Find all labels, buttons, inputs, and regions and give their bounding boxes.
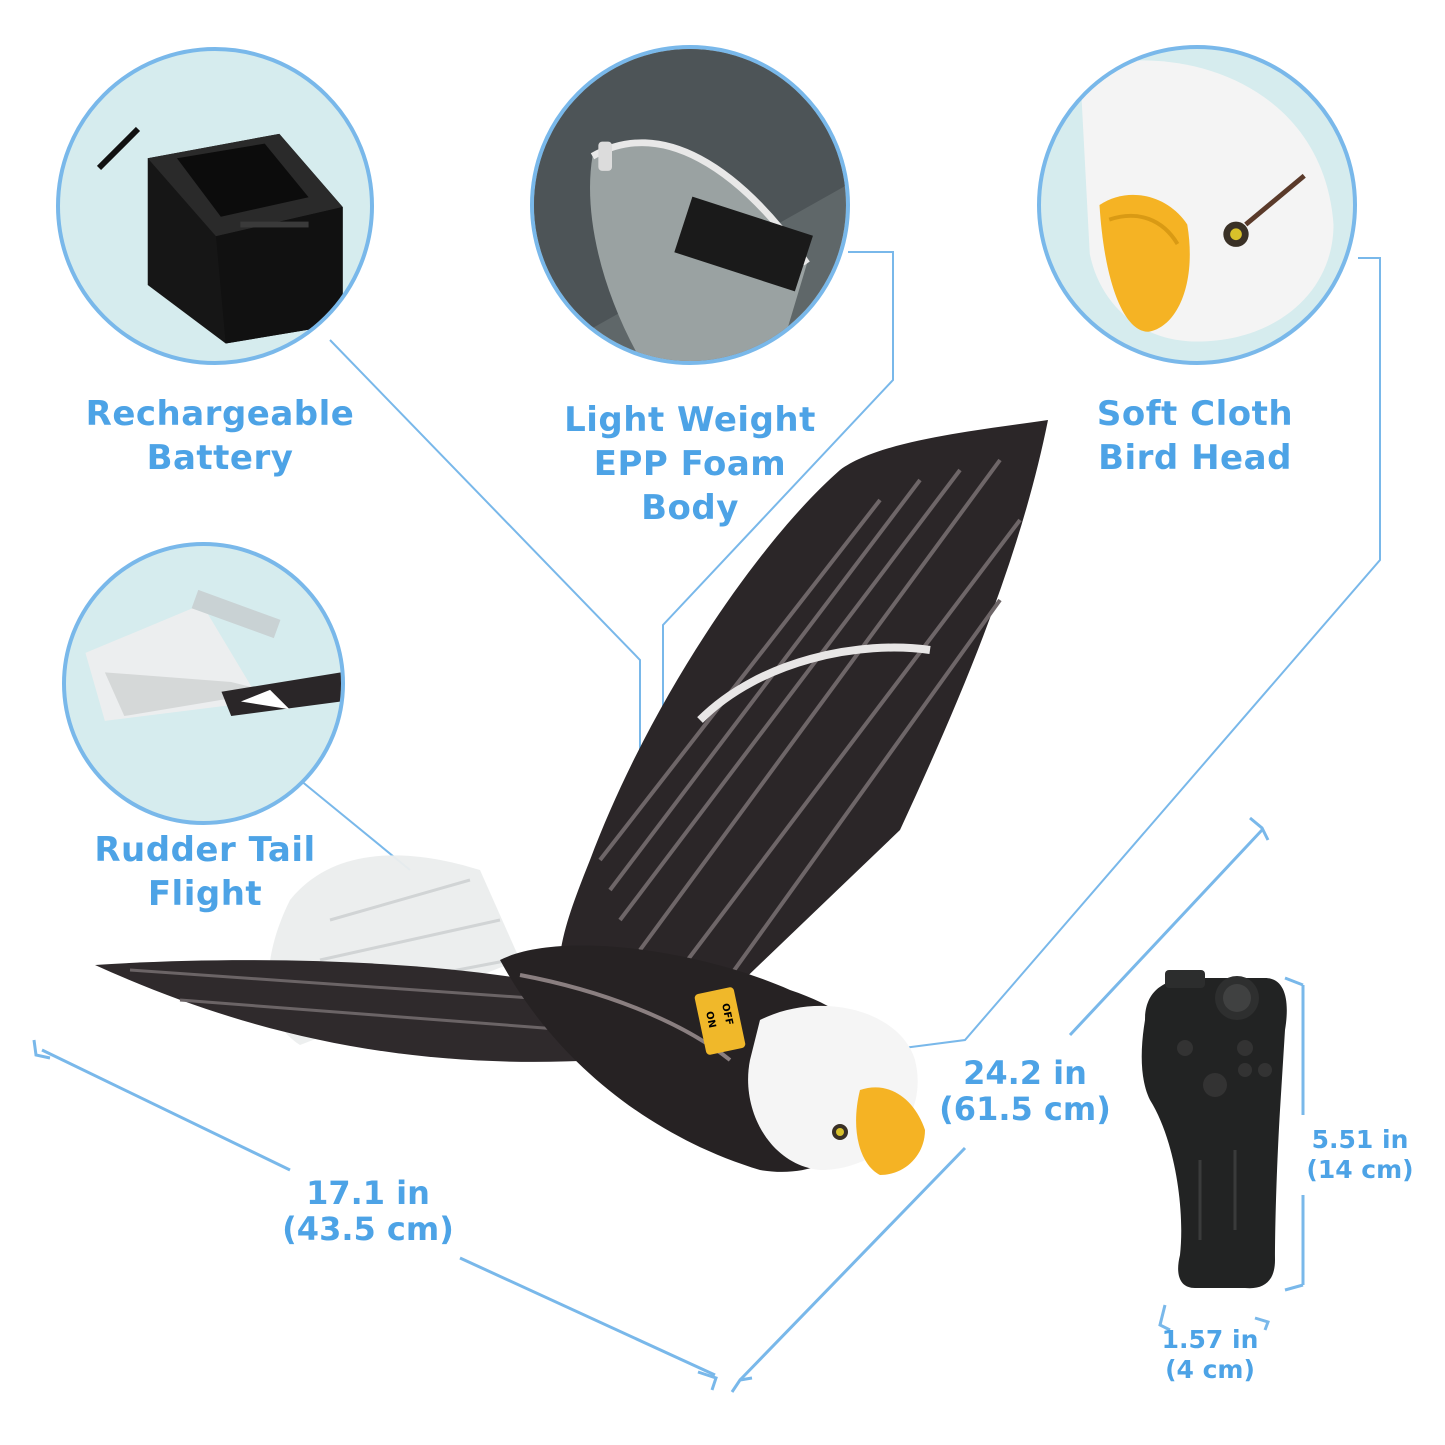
foam-label-line-2: EPP Foam [593, 444, 787, 484]
foam-detail-circle [530, 45, 850, 365]
eagle-beak [856, 1087, 925, 1175]
length-imperial: 17.1 in [306, 1174, 430, 1212]
tail-detail-circle [62, 542, 345, 825]
battery-label-line-1: Rechargeable [85, 394, 355, 434]
head-label: Soft Cloth Bird Head [1045, 392, 1345, 480]
rudder-tail-image [85, 589, 341, 721]
battery-label-line-2: Battery [146, 438, 294, 478]
remote-height-imperial: 5.51 in [1311, 1125, 1409, 1154]
wingspan-imperial: 24.2 in [963, 1054, 1087, 1092]
head-label-line-1: Soft Cloth [1096, 394, 1294, 434]
cloth-bird-head-image [1080, 60, 1334, 342]
foam-label-line-3: Body [641, 488, 739, 528]
length-dimension-label: 17.1 in (43.5 cm) [268, 1175, 468, 1247]
foam-label-line-1: Light Weight [564, 400, 816, 440]
remote-controller-image [1141, 970, 1287, 1289]
power-switch [694, 987, 746, 1055]
switch-off-label: OFF [719, 1002, 734, 1026]
head-label-line-2: Bird Head [1098, 438, 1292, 478]
remote-height-dimension-label: 5.51 in (14 cm) [1290, 1125, 1430, 1185]
foam-label: Light Weight EPP Foam Body [540, 398, 840, 530]
length-metric: (43.5 cm) [282, 1210, 454, 1248]
remote-height-metric: (14 cm) [1306, 1155, 1414, 1184]
tail-label-line-1: Rudder Tail [94, 830, 316, 870]
head-detail-circle [1037, 45, 1357, 365]
wingspan-metric: (61.5 cm) [939, 1090, 1111, 1128]
left-wing [95, 960, 600, 1062]
remote-width-dimension-label: 1.57 in (4 cm) [1140, 1325, 1280, 1385]
battery-charger-image [96, 126, 343, 344]
battery-label: Rechargeable Battery [70, 392, 370, 480]
tail-label: Rudder Tail Flight [55, 828, 355, 916]
switch-on-label: ON [703, 1010, 717, 1029]
remote-width-metric: (4 cm) [1165, 1355, 1255, 1384]
battery-detail-circle [56, 47, 374, 365]
foam-body-image [534, 49, 846, 361]
wingspan-dimension-label: 24.2 in (61.5 cm) [925, 1055, 1125, 1127]
remote-width-imperial: 1.57 in [1161, 1325, 1259, 1354]
right-wing [559, 420, 1048, 1060]
tail-label-line-2: Flight [147, 874, 263, 914]
